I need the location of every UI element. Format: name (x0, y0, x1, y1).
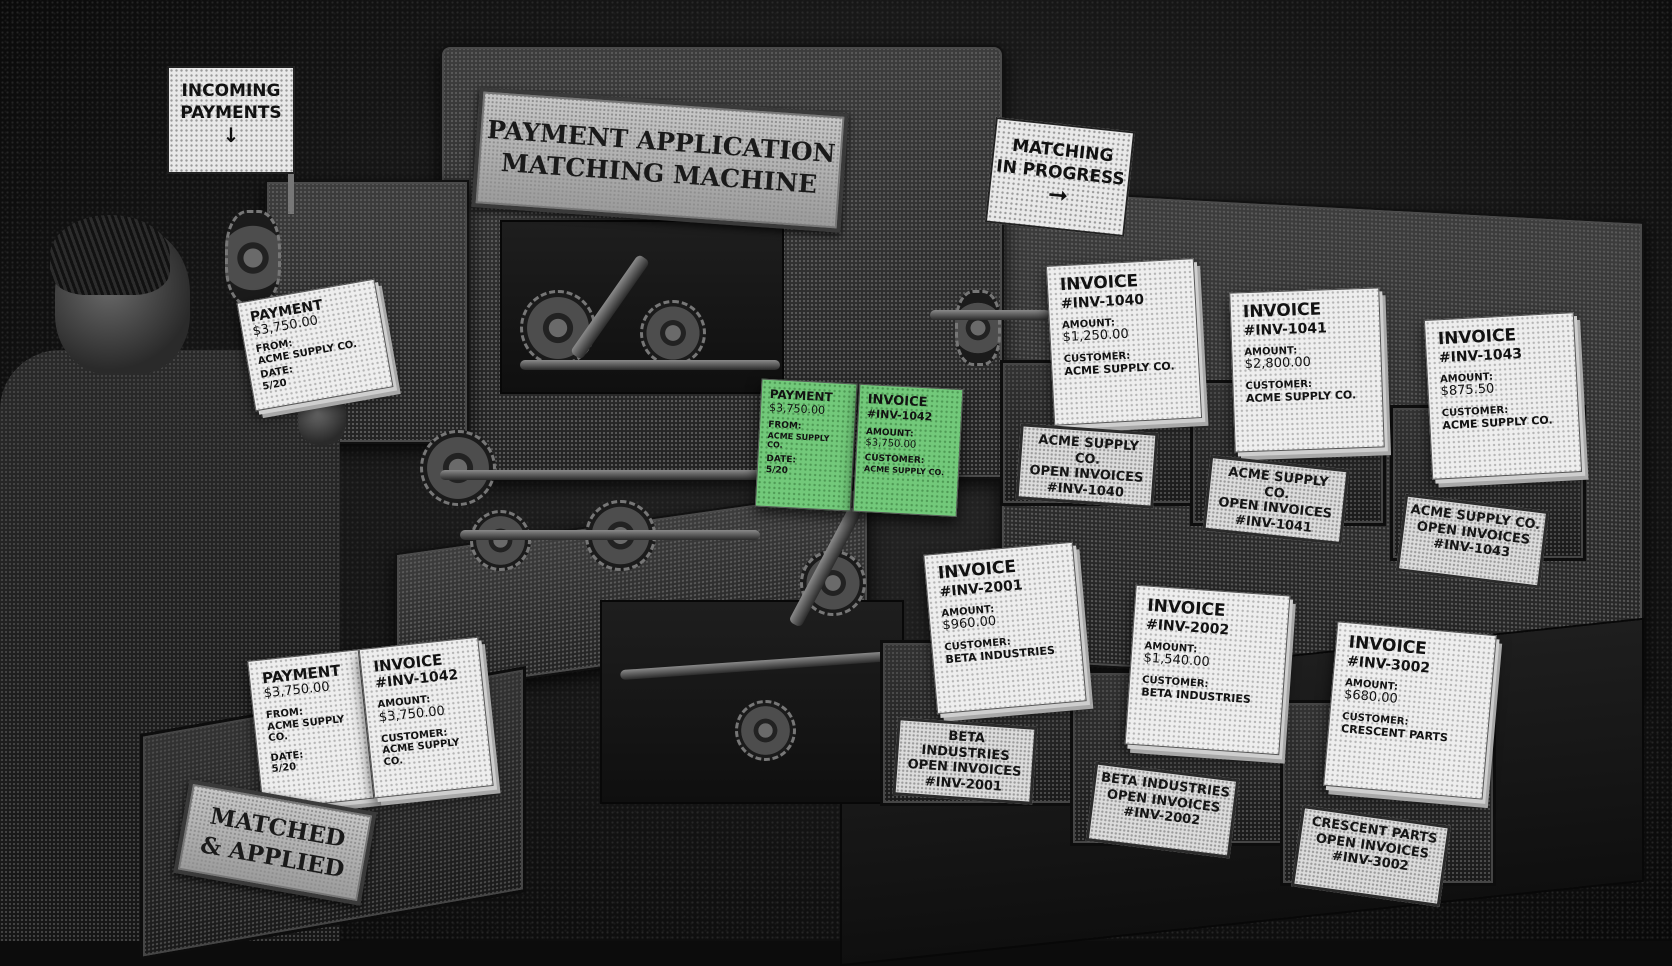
invoice-card: INVOICE #INV-1041 AMOUNT: $2,800.00 CUST… (1229, 287, 1385, 453)
matched-pair: PAYMENT $3,750.00 FROM: ACME SUPPLY CO. … (247, 636, 502, 820)
incoming-sign-line-2: PAYMENTS (180, 103, 282, 123)
matching-payment-slip: PAYMENT $3,750.00 FROM: ACME SUPPLY CO. … (754, 378, 858, 512)
invoice-card: INVOICE #INV-1043 AMOUNT: $875.50 CUSTOM… (1423, 312, 1583, 480)
matching-pair: PAYMENT $3,750.00 FROM: ACME SUPPLY CO. … (754, 378, 972, 522)
matching-invoice-slip: INVOICE #INV-1042 AMOUNT: $3,750.00 CUST… (852, 383, 964, 517)
invoice-amount: $2,800.00 (1244, 355, 1312, 373)
matching-in-progress-sign: MATCHING IN PROGRESS ➞ (984, 116, 1136, 238)
matching-payment-from: ACME SUPPLY CO. (766, 430, 830, 450)
gear-icon (640, 300, 706, 366)
machine-title-plate: PAYMENT APPLICATION MATCHING MACHINE (471, 87, 849, 233)
invoice-card: INVOICE #INV-2001 AMOUNT: $960.00 CUSTOM… (923, 541, 1087, 715)
bin-label: ACME SUPPLY CO. OPEN INVOICES #INV-1040 (1015, 423, 1159, 509)
clerk-hair (50, 215, 170, 295)
bin-label: ACME SUPPLY CO. OPEN INVOICES #INV-1041 (1202, 454, 1350, 546)
matched-invoice-slip: INVOICE #INV-1042 AMOUNT: $3,750.00 CUST… (358, 636, 494, 799)
invoice-card: INVOICE #INV-1040 AMOUNT: $1,250.00 CUST… (1045, 258, 1203, 426)
sign-post (288, 174, 294, 214)
down-arrow-icon: ↓ (222, 123, 240, 147)
drive-rod (460, 530, 760, 540)
gear-icon (225, 210, 281, 306)
gear-icon (735, 700, 796, 761)
gear-icon (470, 510, 531, 571)
gear-icon (420, 430, 496, 506)
invoice-customer: ACME SUPPLY CO. (1245, 387, 1357, 405)
matched-payment-slip: PAYMENT $3,750.00 FROM: ACME SUPPLY CO. … (247, 649, 375, 811)
drive-rod (440, 470, 770, 480)
invoice-card: INVOICE #INV-2002 AMOUNT: $1,540.00 CUST… (1124, 584, 1291, 756)
incoming-payments-sign: INCOMING PAYMENTS ↓ (167, 66, 295, 174)
gear-icon (955, 290, 1001, 366)
drive-rod (520, 360, 780, 370)
incoming-sign-line-1: INCOMING (181, 81, 281, 101)
invoice-card: INVOICE #INV-3002 AMOUNT: $680.00 CUSTOM… (1323, 621, 1497, 800)
bin-label: BETA INDUSTRIES OPEN INVOICES #INV-2001 (892, 717, 1038, 805)
drive-rod (930, 310, 1050, 320)
matching-payment-amount: $3,750.00 (768, 400, 826, 417)
